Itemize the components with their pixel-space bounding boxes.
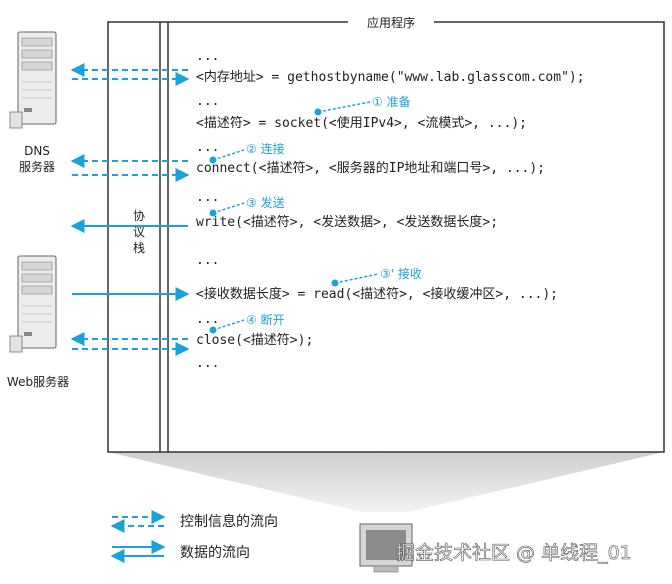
annotation-dot [209, 209, 217, 217]
annotation-leader [334, 273, 379, 284]
code-line: ... [196, 356, 219, 371]
code-line: <描述符> = socket(<使用IPv4>, <流模式>, ...); [196, 115, 527, 131]
code-line: ... [196, 190, 219, 205]
annotation-dot [209, 156, 217, 164]
annotation-prepare: ① 准备 [372, 95, 411, 109]
pc-monitor-icon [359, 523, 413, 573]
annotation-leader [212, 319, 245, 331]
code-line: ... [196, 94, 219, 109]
web-server-label: Web服务器 [7, 374, 69, 389]
title-gap [348, 12, 434, 32]
annotation-dot [331, 279, 339, 287]
dns-server-label-line1: DNS [24, 144, 50, 158]
legend-control-label: 控制信息的流向 [180, 513, 278, 530]
code-line: ... [196, 312, 219, 327]
code-line: connect(<描述符>, <服务器的IP地址和端口号>, ...); [196, 160, 545, 176]
annotation-disconnect: ④ 断开 [246, 312, 285, 327]
code-line: ... [196, 49, 219, 64]
application-frame [107, 21, 665, 453]
perspective-cone [108, 452, 664, 512]
annotation-leader [212, 202, 245, 214]
legend-data-label: 数据的流向 [180, 545, 250, 561]
dns-server-label-line2: 服务器 [19, 159, 55, 174]
annotation-send: ③ 发送 [246, 195, 285, 210]
annotation-dot [314, 108, 322, 116]
annotation-dot [209, 326, 217, 334]
web-server-icon [9, 255, 57, 353]
code-line: write(<描述符>, <发送数据>, <发送数据长度>; [196, 214, 498, 230]
protocol-stack-char-1: 协 [133, 208, 145, 223]
dns-server-icon [9, 31, 57, 129]
protocol-stack-char-2: 议 [133, 225, 145, 239]
code-line: ... [196, 140, 219, 155]
annotation-leader [317, 101, 371, 113]
annotation-connect: ② 连接 [246, 141, 285, 156]
code-line: ... [196, 253, 219, 268]
watermark: 掘金技术社区 @ 单线程_01 [396, 542, 632, 564]
annotation-receive: ③' 接收 [380, 266, 422, 281]
app-title: 应用程序 [367, 15, 415, 30]
annotation-leader [212, 149, 245, 161]
code-line: <内存地址> = gethostbyname("www.lab.glasscom… [196, 69, 585, 85]
code-line: <接收数据长度> = read(<描述符>, <接收缓冲区>, ...); [196, 286, 558, 302]
code-line: close(<描述符>); [196, 332, 313, 348]
protocol-stack-char-3: 栈 [133, 240, 145, 255]
